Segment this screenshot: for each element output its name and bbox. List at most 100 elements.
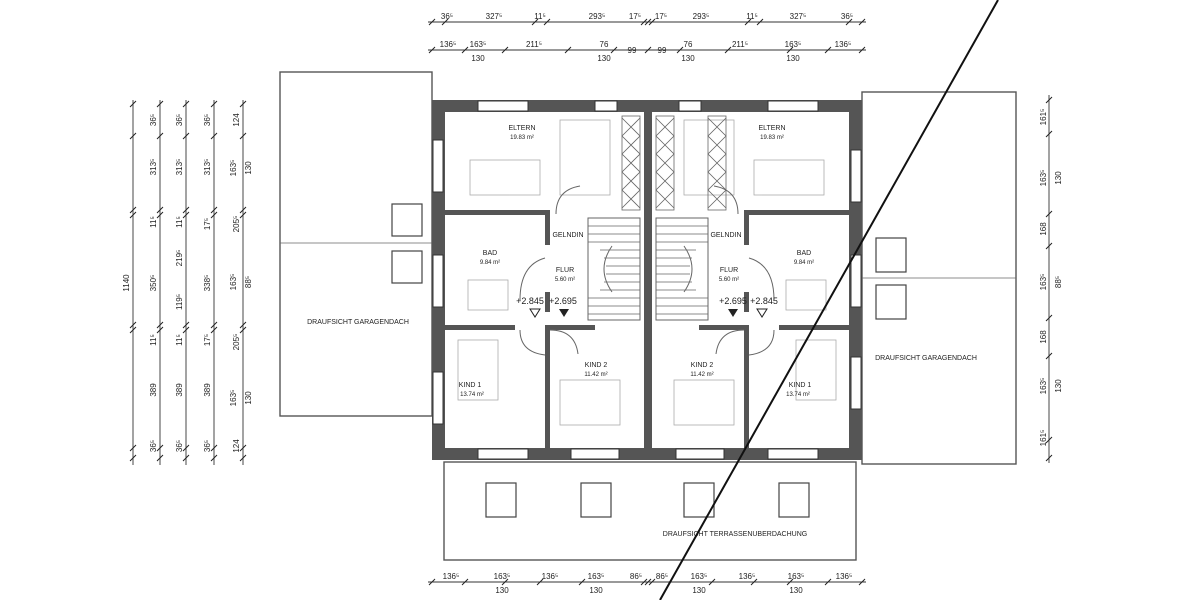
- window-right-3: [850, 356, 862, 410]
- garage-right-label: DRAUFSICHT GARAGENDACH: [875, 355, 977, 362]
- dim-right-3: 168: [1039, 222, 1048, 236]
- dim-bottom-4: 86⁵: [630, 572, 642, 581]
- left-ticks-mark-14: [156, 444, 164, 452]
- left-ticks-mark-17: [182, 132, 190, 140]
- bottom-ticks-mark-10: [786, 578, 794, 586]
- skylight-garage-left-1: [391, 203, 423, 237]
- level-triangle-left-filled-icon: [559, 309, 569, 317]
- left-ticks-mark-38: [239, 444, 247, 452]
- dim-top-2-3: 76: [600, 40, 609, 49]
- dim-left-c4-5: 88⁵: [244, 276, 253, 288]
- dim-bottom-sub-3: 130: [789, 586, 803, 595]
- dim-left-c4-6: 205⁵: [232, 334, 241, 351]
- dim-top-1-5: 17⁵: [655, 12, 667, 21]
- left-ticks-mark-31: [210, 454, 218, 462]
- level-triangle-right-filled-icon: [728, 309, 738, 317]
- top-ticks-1-mark-2: [531, 18, 539, 26]
- dim-left-c2-6: 389: [175, 383, 184, 397]
- top-ticks-2-mark-0: [428, 46, 436, 54]
- window-top-4: [767, 100, 819, 112]
- dim-bottom-sub-0: 130: [495, 586, 509, 595]
- left-ticks-mark-16: [182, 100, 190, 108]
- dim-top-2-2: 211⁵: [526, 40, 542, 49]
- right-ticks-mark-7: [1045, 454, 1053, 462]
- dim-left-c1-2: 11⁵: [149, 216, 158, 228]
- dim-left-c3-4: 17⁵: [203, 334, 212, 346]
- dim-left-c4-9: 124: [232, 439, 241, 453]
- room-eltern-right-name: ELTERN: [758, 125, 785, 132]
- dim-bottom-7: 136⁵: [739, 572, 756, 581]
- dim-right-9: 161⁵: [1039, 430, 1048, 447]
- dim-right-6: 168: [1039, 330, 1048, 344]
- right-ticks-mark-2: [1045, 210, 1053, 218]
- skylight-garage-right-1: [875, 237, 907, 273]
- room-kind1-left-area: 13.74 m²: [460, 392, 484, 398]
- room-eltern-left-name: ELTERN: [508, 125, 535, 132]
- top-ticks-1-mark-10: [858, 18, 866, 26]
- left-ticks-mark-3: [129, 211, 137, 219]
- skylight-terrace-2: [580, 482, 612, 518]
- bottom-ticks-mark-6: [644, 578, 652, 586]
- left-ticks-mark-18: [182, 206, 190, 214]
- left-ticks-mark-7: [129, 454, 137, 462]
- bottom-ticks-mark-2: [501, 578, 509, 586]
- left-ticks-mark-9: [156, 132, 164, 140]
- wardrobes: [621, 115, 727, 211]
- dim-left-c4-1: 163⁵: [229, 160, 238, 177]
- bottom-ticks-mark-12: [858, 578, 866, 586]
- dim-right-8: 130: [1054, 379, 1063, 393]
- windows: [432, 100, 862, 460]
- left-ticks-mark-1: [129, 132, 137, 140]
- bottom-ticks-mark-8: [708, 578, 716, 586]
- dim-left-c1-3: 350⁵: [149, 275, 158, 292]
- left-ticks-mark-5: [129, 326, 137, 334]
- dim-left-c3-1: 313⁵: [203, 159, 212, 176]
- window-top-2: [594, 100, 618, 112]
- room-bad-left-name: BAD: [483, 250, 497, 257]
- dim-top-1-0: 36⁵: [441, 12, 453, 21]
- top-ticks-1-mark-6: [648, 18, 656, 26]
- top-ticks-2-mark-4: [610, 46, 618, 54]
- dim-bottom-6: 163⁵: [691, 572, 708, 581]
- dim-left-c4-3: 205⁵: [232, 216, 241, 233]
- left-ticks-mark-30: [210, 444, 218, 452]
- dim-top-1-6: 293⁵: [693, 12, 710, 21]
- top-ticks-1-mark-9: [845, 18, 853, 26]
- garage-left-label: DRAUFSICHT GARAGENDACH: [307, 319, 409, 326]
- left-ticks-mark-10: [156, 206, 164, 214]
- left-ticks-mark-6: [129, 444, 137, 452]
- right-ticks-mark-4: [1045, 314, 1053, 322]
- bottom-ticks-mark-4: [578, 578, 586, 586]
- dim-right-0: 161⁵: [1039, 109, 1048, 126]
- skylight-garage-left-2: [391, 250, 423, 284]
- room-kind2-left-area: 11.42 m²: [584, 372, 607, 378]
- bottom-dimension-chain: 136⁵ 163⁵ 136⁵ 163⁵ 86⁵ 86⁵ 163⁵ 136⁵ 16…: [428, 572, 866, 595]
- top-ticks-2-mark-10: [858, 46, 866, 54]
- room-kind1-right-name: KIND 1: [789, 382, 812, 389]
- dim-left-c3-5: 389: [203, 383, 212, 397]
- dim-left-c2-2: 11⁵: [175, 216, 184, 228]
- dim-right-1: 163⁵: [1039, 170, 1048, 187]
- dim-left-c3-6: 36⁵: [203, 440, 212, 452]
- left-ticks-mark-28: [210, 321, 218, 329]
- dim-bottom-0: 136⁵: [443, 572, 460, 581]
- dim-top-2-4: 99: [628, 46, 637, 55]
- window-bottom-4: [767, 448, 819, 460]
- door-swings: [519, 185, 775, 356]
- level-left-a: +2.845: [516, 296, 544, 306]
- left-ticks-mark-11: [156, 211, 164, 219]
- top-ticks-1-mark-8: [756, 18, 764, 26]
- dim-top-1-2: 11⁵: [534, 12, 546, 21]
- skylight-terrace-1: [485, 482, 517, 518]
- window-left-3: [432, 371, 444, 425]
- window-right-2: [850, 254, 862, 308]
- left-ticks-mark-34: [239, 206, 247, 214]
- dim-left-c4-2: 130: [244, 161, 253, 175]
- left-ticks-mark-19: [182, 211, 190, 219]
- dim-left-c2-1: 313⁵: [175, 159, 184, 176]
- diagonal-strike-line: [659, 0, 999, 600]
- dim-top-2-6: 76: [684, 40, 693, 49]
- dim-left-c3-0: 36⁵: [203, 114, 212, 126]
- left-ticks-mark-13: [156, 326, 164, 334]
- room-bad-right-area: 9.84 m²: [794, 260, 814, 266]
